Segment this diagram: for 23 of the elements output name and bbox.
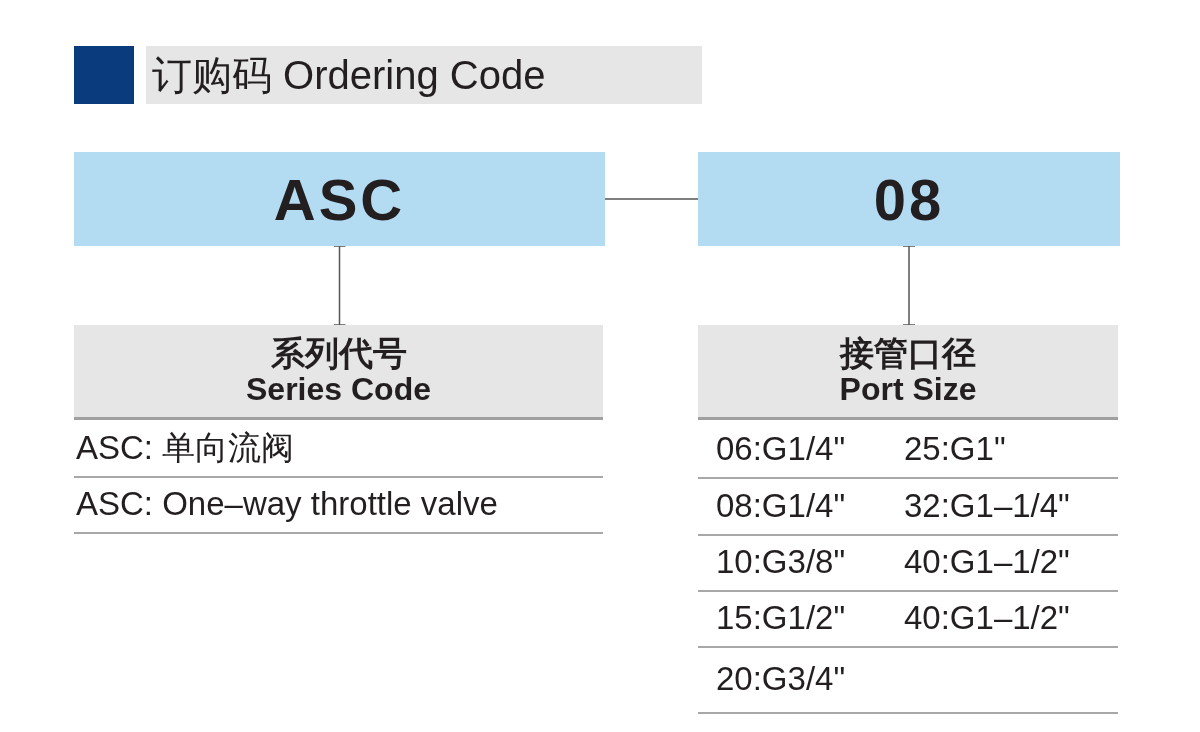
code-text: ASC (273, 165, 406, 233)
header-text-chinese: 系列代号 (270, 334, 407, 373)
code-box (698, 152, 1120, 246)
table-cell-text: 40:G1–1/2" (904, 542, 1070, 582)
table-cell-text: 20:G3/4" (716, 659, 846, 699)
section-title: 订购码 Ordering Code (146, 46, 702, 104)
table-cell-text: 06:G1/4" (716, 429, 846, 469)
table-cell-text: 40:G1–1/2" (904, 598, 1070, 638)
header-text: Series Code (246, 372, 431, 408)
table-cell-text: ASC: One–way throttle valve (76, 484, 498, 524)
table-cell-text: 32:G1–1/4" (904, 486, 1070, 526)
code-text: 08 (873, 165, 945, 233)
table-cell-text: 15:G1/2" (716, 598, 846, 638)
code-box (74, 152, 605, 246)
column-header (74, 325, 603, 420)
table-cell-text: 10:G3/8" (716, 542, 846, 582)
separator-line (604, 198, 699, 200)
table-cell-text: ASC: 单向流阀 (76, 428, 295, 468)
table-cell-text: 25:G1" (904, 429, 1006, 469)
header-text: Port Size (839, 372, 977, 408)
column-header (698, 325, 1118, 420)
header-text-chinese: 接管口径 (840, 334, 976, 373)
table-cell-text: 08:G1/4" (716, 486, 846, 526)
